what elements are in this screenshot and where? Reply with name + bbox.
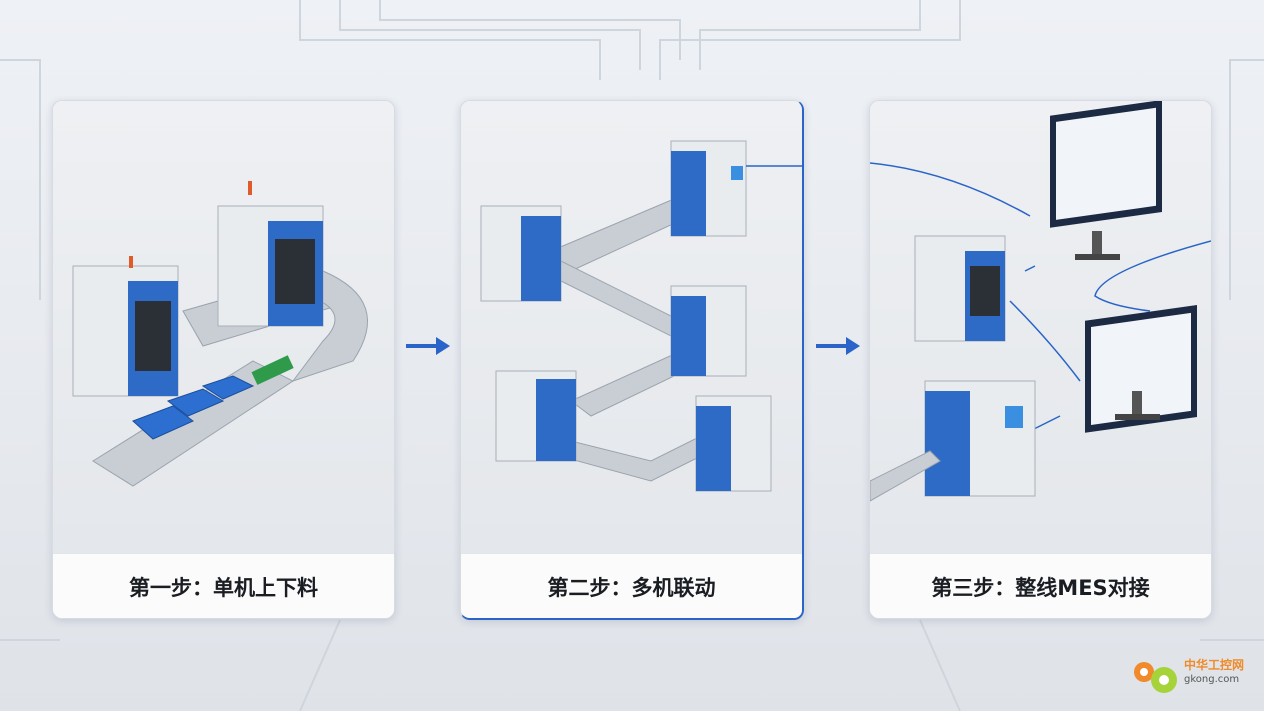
gear-icon — [1134, 662, 1177, 693]
machine — [480, 205, 562, 302]
step-caption: 第一步：单机上下料 — [53, 553, 394, 618]
watermark-cn: 中华工控网 — [1184, 658, 1245, 672]
machine — [670, 285, 747, 377]
machine — [914, 235, 1006, 342]
step-caption: 第二步：多机联动 — [461, 553, 802, 618]
gkong-watermark-logo: 中华工控网 gkong.com — [1128, 652, 1258, 702]
watermark-en: gkong.com — [1184, 674, 1240, 685]
step-card-3: 第三步：整线MES对接 — [869, 100, 1212, 619]
machine — [695, 395, 772, 492]
mes-integration-illustration — [870, 101, 1211, 553]
monitor — [1050, 101, 1162, 260]
machine — [72, 256, 179, 397]
step-card-1: 第一步：单机上下料 — [52, 100, 395, 619]
multi-machine-linkage-illustration — [461, 101, 802, 553]
monitor — [1085, 305, 1197, 433]
arrow-right-icon — [406, 337, 450, 355]
single-machine-loading-illustration — [53, 101, 394, 553]
arrow-right-icon — [816, 337, 860, 355]
machine — [217, 181, 324, 327]
machine — [495, 370, 577, 462]
machine — [670, 140, 747, 237]
machine — [924, 380, 1036, 497]
step-card-2: 第二步：多机联动 — [460, 100, 804, 620]
step-caption: 第三步：整线MES对接 — [870, 553, 1211, 618]
